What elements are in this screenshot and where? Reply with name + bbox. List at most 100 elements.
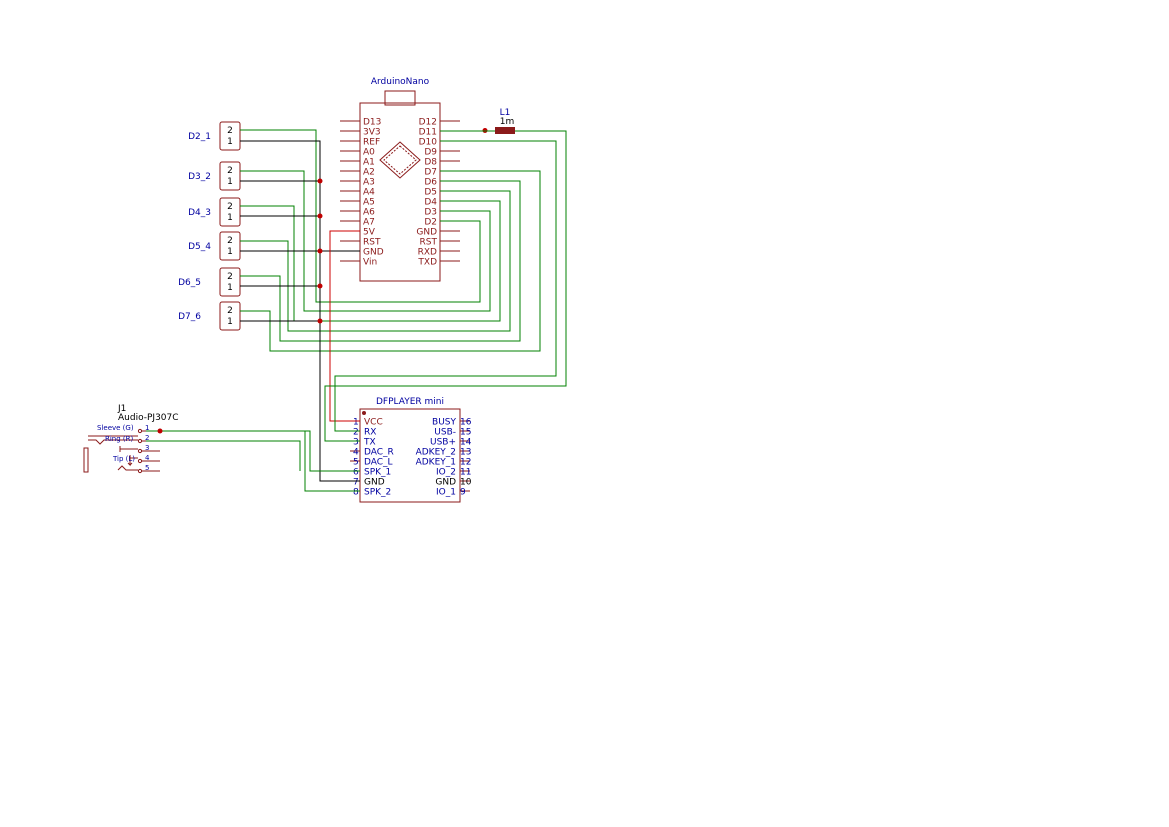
connector-body [219,301,241,331]
dfplayer-pin-number: 7 [353,478,359,488]
arduino-pin-label: 5V [363,228,376,238]
arduino-pin-label: D7 [424,168,437,178]
arduino-pin-label: GND [416,228,437,238]
arduino-pin-label: D2 [424,218,437,228]
inductor-l1[interactable]: L1 1m [482,108,516,134]
arduino-pin-label: D12 [419,118,437,128]
wire-d7 [240,170,541,352]
dfplayer-pin-number: 8 [353,488,359,498]
connector-pin-num: 2 [227,236,233,246]
dfplayer-pin-name: DAC_L [364,458,393,468]
wire-ring [146,440,301,471]
connector-d3_2[interactable]: D3_221 [188,161,241,191]
jack-pin-terminal [137,428,143,434]
arduino-pin-label: RXD [418,248,437,258]
inductor-value-label: 1m [500,117,515,127]
dfplayer-pin-number: 13 [460,448,471,458]
jack-ring-label: Ring (R) [105,435,134,443]
connector-ref-label: D2_1 [188,132,211,142]
arduino-pin-label: D8 [424,158,437,168]
arduino-pin-label: A0 [363,148,375,158]
dfplayer-pin-name: IO_2 [436,468,456,478]
jack-pin-number: 2 [145,434,149,442]
arduino-pin-label: A1 [363,158,375,168]
dfplayer-pin-name: GND [364,478,385,488]
arduino-pin-label: TXD [417,258,437,268]
connector-ref-label: D7_6 [178,312,201,322]
connector-ref-label: D4_3 [188,208,211,218]
jack-pin5-line [117,465,138,471]
connector-d4_3[interactable]: D4_321 [188,197,241,227]
inductor-body [495,127,515,134]
wire-d6 [240,180,521,342]
connector-pin-num: 2 [227,306,233,316]
dfplayer-right-pins: 16BUSY15USB-14USB+13ADKEY_212ADKEY_111IO… [416,418,472,498]
connector-body [219,161,241,191]
wire-d4 [240,200,501,322]
arduino-nano-symbol[interactable]: ArduinoNano D133V3REFA0A1A2A3A4A5A6A75VR… [340,77,460,282]
connector-pin-num: 1 [227,247,233,257]
wire-d2 [240,129,481,303]
connector-d7_6[interactable]: D7_621 [178,301,241,331]
connector-ref-label: D3_2 [188,172,211,182]
arduino-pin-label: D6 [424,178,437,188]
arduino-pin-label: RST [420,238,438,248]
wire-gnd-bus [240,140,360,482]
connector-d2_1[interactable]: D2_1 21 [188,121,241,151]
wire-d5 [240,190,511,332]
wire-l1-tx [324,130,567,442]
jack-pin-number: 1 [145,424,149,432]
arduino-pin-label: D11 [419,128,437,138]
arduino-chip-outline-icon [383,145,417,175]
dfplayer-pin-number: 1 [353,418,359,428]
connector-d5_4[interactable]: D5_421 [188,231,241,261]
dfplayer-pin-number: 4 [353,448,359,458]
junction-dot [157,428,163,434]
jack-sleeve-contact [88,439,108,445]
inductor-ref-label: L1 [500,108,511,118]
connector-body [219,231,241,261]
arduino-pin-label: Vin [363,258,377,268]
jack-value-label: Audio-PJ307C [118,413,179,423]
connector-pin-num: 2 [227,202,233,212]
junction-dot [317,318,323,324]
jack-pin-terminal [137,468,143,474]
arduino-pin-label: A4 [363,188,375,198]
arduino-pin-label: D9 [424,148,437,158]
arduino-pin-label: A5 [363,198,375,208]
connector-body [219,197,241,227]
wire-d10-rx [334,140,557,432]
connector-pin-num: 1 [227,137,233,147]
arduino-pin-label: A3 [363,178,375,188]
connector-body [219,267,241,297]
dfplayer-pin-number: 9 [460,488,466,498]
dfplayer-pin-name: TX [363,438,376,448]
audio-jack-j1[interactable]: J1 Audio-PJ307C Sleeve (G) Ring (R) Tip … [83,404,179,474]
wire-5v-vcc [329,230,360,422]
arduino-body [359,102,441,282]
arduino-usb-port [384,90,416,106]
dfplayer-pin-number: 5 [353,458,359,468]
junction-dot [317,213,323,219]
arduino-pin-label: D3 [424,208,437,218]
connector-d6_5[interactable]: D6_521 [178,267,241,297]
dfplayer-pin-name: USB+ [430,438,456,448]
dfplayer-pin-name: BUSY [432,418,456,428]
arduino-pin-label: D4 [424,198,437,208]
dfplayer-pin-number: 3 [353,438,359,448]
dfplayer-pin-name: ADKEY_1 [416,458,456,468]
arduino-pin-label: REF [363,138,380,148]
connector-body [219,121,241,151]
connector-pin-num: 2 [227,126,233,136]
wires [146,129,567,492]
arduino-pin-label: D10 [419,138,438,148]
arduino-pin-label: RST [363,238,381,248]
dfplayer-pin-name: DAC_R [364,448,394,458]
jack-ref-label: J1 [117,404,126,414]
